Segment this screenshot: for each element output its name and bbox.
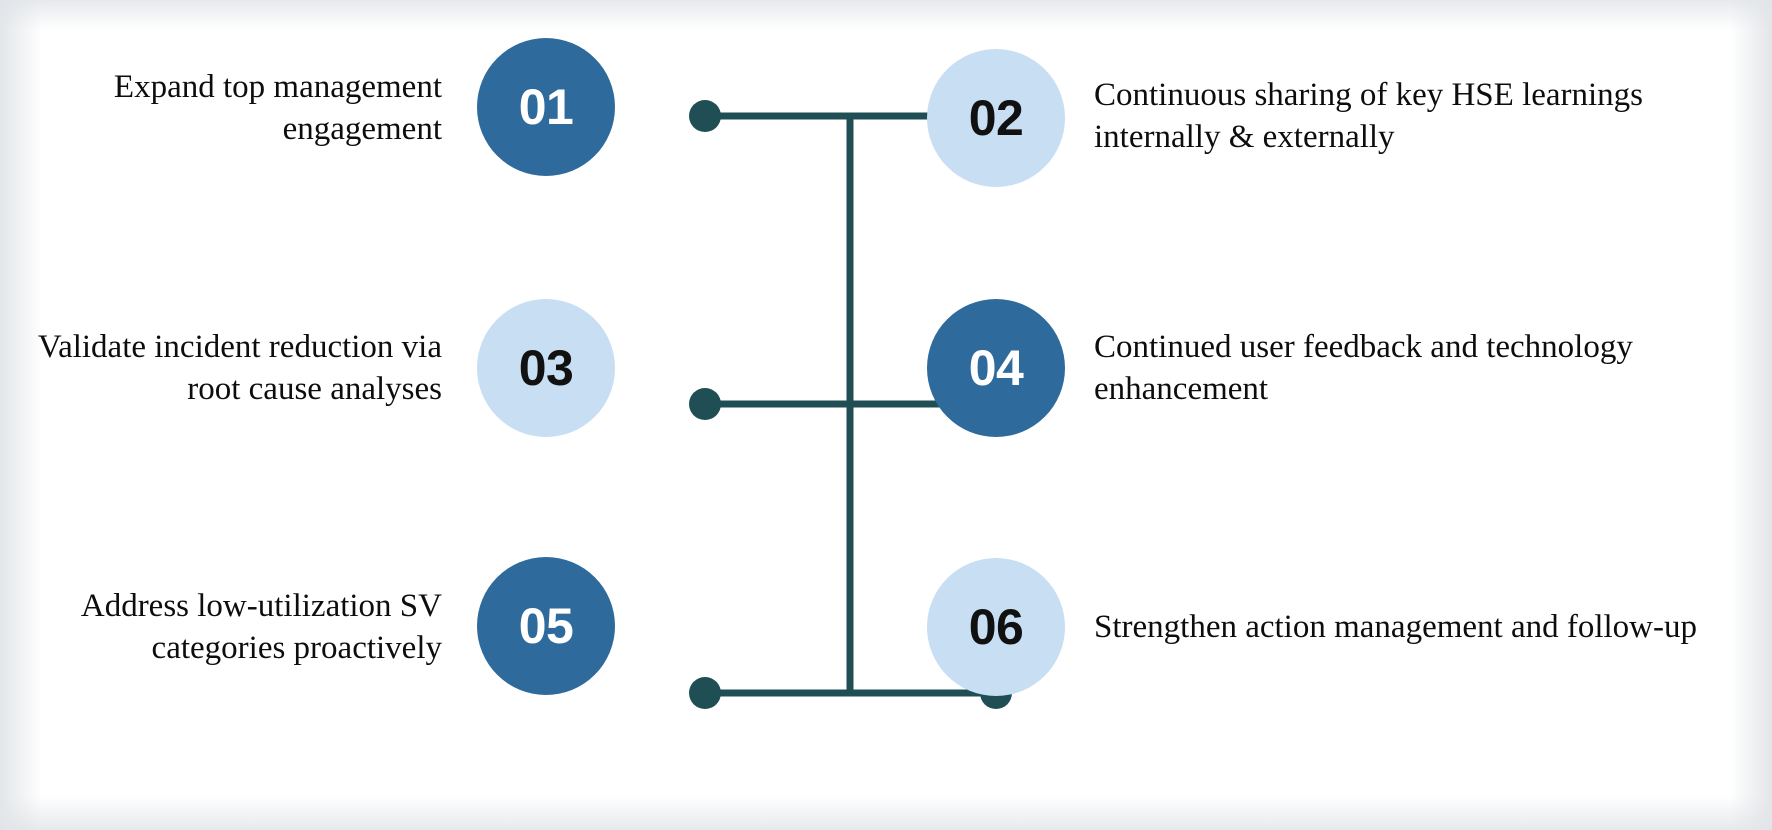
step-bubble-slot-02: 02 (920, 47, 1072, 187)
step-row-3: Address low-utilization SV categories pr… (0, 545, 1772, 705)
step-bubble-slot-05: 05 (470, 556, 622, 695)
step-label-03: Validate incident reduction via root cau… (37, 328, 442, 407)
step-circle-03[interactable]: 03 (477, 299, 615, 437)
step-row-1: Expand top management engagement 01 02 C… (0, 36, 1772, 196)
connector-dot-03 (689, 388, 721, 420)
step-label-01: Expand top management engagement (113, 68, 442, 147)
step-circle-05[interactable]: 05 (477, 557, 615, 695)
step-circle-01[interactable]: 01 (477, 38, 615, 176)
connector-dot-01 (689, 100, 721, 132)
step-bubble-slot-04: 04 (920, 299, 1072, 437)
step-label-04: Continued user feedback and technology e… (1094, 328, 1633, 407)
step-label-06: Strengthen action management and follow-… (1094, 608, 1697, 645)
step-circle-06[interactable]: 06 (927, 558, 1065, 696)
step-bubble-slot-06: 06 (920, 556, 1072, 696)
step-row-2: Validate incident reduction via root cau… (0, 288, 1772, 448)
step-bubble-slot-01: 01 (470, 38, 622, 185)
step-circle-02[interactable]: 02 (927, 49, 1065, 187)
step-bubble-slot-03: 03 (470, 299, 622, 437)
step-circle-04[interactable]: 04 (927, 299, 1065, 437)
step-label-05: Address low-utilization SV categories pr… (80, 587, 442, 666)
connector-dot-05 (689, 677, 721, 709)
step-label-02: Continuous sharing of key HSE learnings … (1094, 76, 1644, 155)
